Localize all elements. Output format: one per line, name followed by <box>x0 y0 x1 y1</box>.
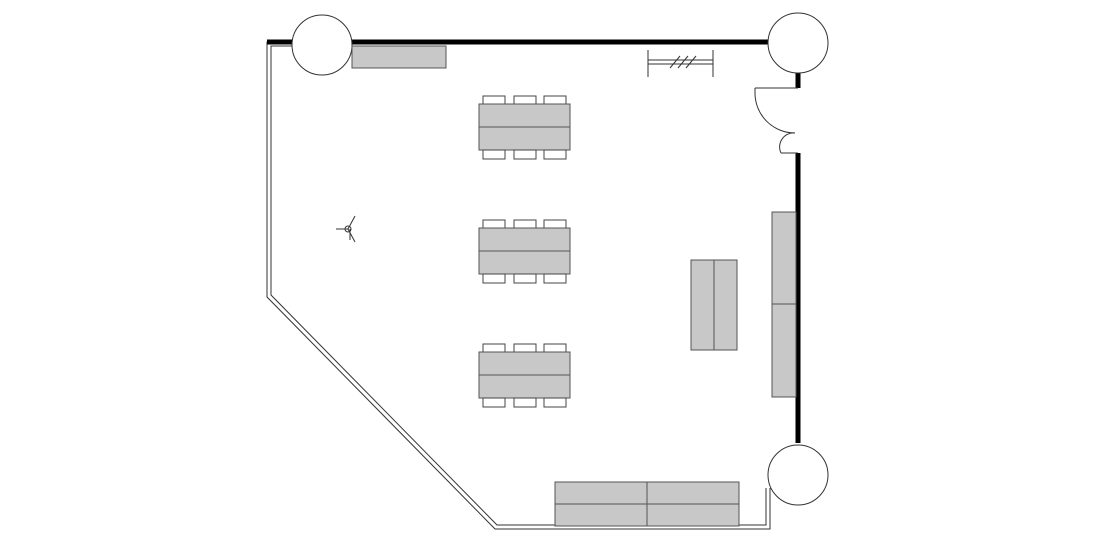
solid-walls <box>267 39 801 443</box>
chairs-bottom <box>482 149 567 160</box>
table-group-3 <box>478 343 571 408</box>
center-cabinet <box>690 259 738 351</box>
door <box>754 87 798 154</box>
chairs-bottom <box>482 273 567 284</box>
table <box>478 227 571 252</box>
table <box>478 351 571 376</box>
right-wall-cabinet <box>771 211 797 398</box>
chairs-bottom <box>482 397 567 408</box>
chairs-top <box>482 343 567 353</box>
column-top-left <box>291 14 353 76</box>
chairs-top <box>482 95 567 105</box>
table <box>478 250 571 275</box>
table-group-1 <box>478 95 571 160</box>
columns <box>291 12 829 506</box>
bottom-cabinets <box>554 481 740 527</box>
table <box>478 374 571 399</box>
table-group-2 <box>478 219 571 284</box>
plant-icon <box>336 215 356 243</box>
column-bottom-right <box>767 444 829 506</box>
chairs-top <box>482 219 567 229</box>
window-symbol <box>647 50 714 77</box>
table <box>478 103 571 128</box>
top-cabinet <box>351 45 447 69</box>
column-top-right <box>767 12 829 74</box>
table <box>478 126 571 151</box>
